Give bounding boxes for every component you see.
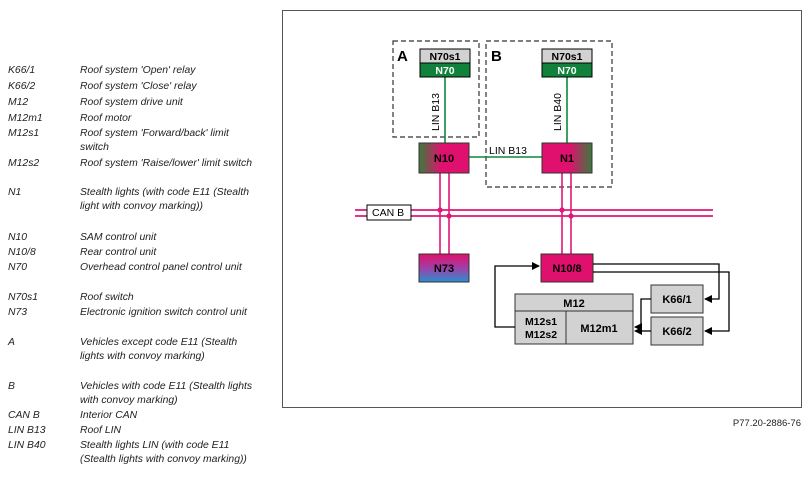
legend-description: Roof system 'Forward/back' limit switch	[80, 128, 229, 154]
legend-description: Electronic ignition switch control unit	[80, 307, 247, 318]
lin-b13-horizontal-label: LIN B13	[489, 145, 527, 157]
legend-code: K66/2	[8, 81, 36, 92]
group-b-label: B	[491, 48, 502, 65]
n10-box	[418, 142, 470, 174]
legend-description: Roof switch	[80, 292, 134, 303]
lin-b40-vertical-label: LIN B40	[552, 93, 564, 131]
legend-description: Stealth lights LIN (with code E11 (Steal…	[80, 440, 247, 466]
legend-code: LIN B40	[8, 440, 46, 451]
legend-code: B	[8, 381, 15, 392]
legend-code: N70	[8, 262, 28, 273]
n1-box	[541, 142, 593, 174]
legend-code: N73	[8, 307, 28, 318]
n73-label: N73	[434, 263, 454, 275]
m12-box	[514, 293, 634, 345]
legend-code: CAN B	[8, 410, 40, 421]
n70-b-label: N70	[557, 65, 576, 77]
legend-description: Roof system 'Close' relay	[80, 81, 197, 92]
n70-b-box	[541, 62, 593, 78]
legend-description: Interior CAN	[80, 410, 138, 421]
legend-code: N10/8	[8, 247, 36, 258]
legend-code: N70s1	[8, 292, 39, 303]
m12s2-label: M12s2	[525, 329, 557, 341]
legend-code: N1	[8, 187, 22, 198]
legend-description: Roof system 'Raise/lower' limit switch	[80, 158, 252, 169]
legend-code: M12m1	[8, 113, 43, 124]
legend-description: SAM control unit	[80, 232, 157, 243]
legend-code: M12	[8, 97, 29, 108]
n70s1-b-label: N70s1	[552, 51, 583, 63]
legend-description: Roof motor	[80, 113, 132, 124]
k66-2-box	[650, 316, 704, 346]
can-junctions	[437, 207, 574, 219]
m12m1-label: M12m1	[580, 323, 617, 335]
n70-a-label: N70	[435, 65, 454, 77]
legend-description: Rear control unit	[80, 247, 157, 258]
can-b-label-box	[366, 204, 412, 221]
group-a-box	[392, 40, 480, 138]
group-a-label: A	[397, 48, 408, 65]
legend-code: A	[8, 337, 15, 348]
can-b-label: CAN B	[372, 207, 404, 219]
signal-wires	[494, 262, 730, 335]
lin-b13-vertical-label: LIN B13	[430, 93, 442, 131]
k66-2-label: K66/2	[662, 326, 691, 338]
legend-description: Roof system 'Open' relay	[80, 65, 196, 76]
n1-label: N1	[560, 153, 574, 165]
legend-description: Roof LIN	[80, 425, 122, 436]
figure-reference: P77.20-2886-76	[732, 418, 801, 429]
k66-1-label: K66/1	[662, 294, 691, 306]
n70s1-a-label: N70s1	[430, 51, 461, 63]
legend-code: N10	[8, 232, 28, 243]
legend-description: Vehicles except code E11 (Stealth lights…	[80, 337, 238, 363]
legend-code: LIN B13	[8, 425, 46, 436]
legend-code: M12s2	[8, 158, 40, 169]
legend-description: Roof system drive unit	[80, 97, 183, 108]
legend-description: Overhead control panel control unit	[80, 262, 242, 273]
n70-a-box	[419, 62, 471, 78]
legend-description: Stealth lights (with code E11 (Stealth l…	[80, 187, 250, 213]
legend-code: M12s1	[8, 128, 40, 139]
n10-label: N10	[434, 153, 454, 165]
diagram-canvas: A B LIN B13 LIN B40 LIN B13 CAN B N70s1	[355, 40, 730, 346]
can-stubs	[439, 173, 572, 254]
m12s1-label: M12s1	[525, 316, 557, 328]
n73-box	[418, 253, 470, 283]
legend-code: K66/1	[8, 65, 36, 76]
n10-8-label: N10/8	[552, 263, 581, 275]
legend-description: Vehicles with code E11 (Stealth lights w…	[80, 381, 253, 407]
m12-label: M12	[563, 298, 584, 310]
n10-8-box	[540, 253, 594, 283]
wiring-diagram: A B LIN B13 LIN B40 LIN B13 CAN B N70s1	[282, 10, 802, 408]
